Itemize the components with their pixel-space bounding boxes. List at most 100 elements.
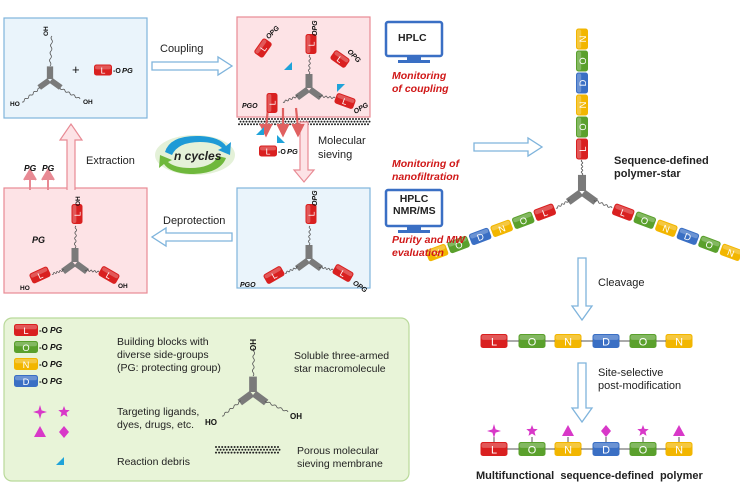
sequence-star-label: Sequence-defined polymer-star	[614, 155, 709, 180]
star-marker-icon	[58, 406, 70, 417]
reaction-debris-icon	[256, 127, 264, 135]
legend-box	[3, 317, 410, 482]
svg-text:L: L	[341, 96, 349, 107]
svg-text:D: D	[23, 377, 30, 387]
star-arm-right-D: D	[676, 227, 700, 245]
membrane-top	[238, 118, 371, 126]
arm-coupling-top	[307, 54, 312, 75]
star-arm-top-O: O	[576, 116, 588, 138]
hplc-monitor-bottom	[384, 188, 444, 233]
n-cycles-label: n cycles	[174, 149, 222, 163]
svg-text:PGO: PGO	[242, 103, 258, 110]
svg-text:D: D	[602, 444, 610, 456]
svg-text:OH: OH	[83, 99, 93, 106]
monomer-L-deprot-top: L	[305, 204, 317, 224]
legend-arm-right	[264, 400, 289, 413]
chain-monomer-O: O	[629, 334, 657, 348]
svg-text:PG: PG	[122, 66, 133, 75]
star-arm-left-N: N	[425, 244, 449, 262]
svg-text:L: L	[619, 207, 627, 218]
monitoring-coupling-label: Monitoring of coupling	[392, 70, 449, 95]
start-box	[3, 17, 148, 119]
svg-text:N: N	[675, 444, 683, 456]
svg-text:OPG: OPG	[312, 190, 319, 206]
legend-monomer-N: N	[14, 358, 38, 370]
svg-text:L: L	[541, 207, 549, 218]
deprotection-arrow	[150, 226, 233, 248]
svg-text:O: O	[578, 57, 588, 64]
svg-text:PG: PG	[32, 235, 45, 245]
svg-text:N: N	[675, 336, 683, 348]
final-monomer-N: N	[665, 442, 693, 456]
reaction-debris-icon	[284, 62, 292, 70]
monitoring-nanofiltration-label: Monitoring of nanofiltration	[392, 158, 460, 183]
svg-text:L: L	[338, 268, 347, 279]
svg-text:N: N	[578, 36, 588, 43]
star-marker-icon	[526, 425, 538, 436]
monomer-L-sieved: L	[259, 145, 277, 157]
svg-text:L: L	[578, 146, 588, 151]
svg-text:O: O	[639, 336, 647, 348]
svg-text:HO: HO	[20, 285, 30, 292]
star-arm-top-L: L	[576, 138, 588, 160]
svg-text:PG: PG	[50, 359, 63, 369]
svg-text:N: N	[497, 223, 507, 235]
star-arm-right-L: L	[612, 203, 635, 221]
monomer-L-extract-right: L	[98, 266, 120, 284]
legend-arm-top	[251, 347, 256, 377]
legend-star-core	[237, 376, 269, 406]
monomer-L-reagent: L	[94, 64, 112, 76]
hplc-monitor-top	[384, 20, 444, 63]
svg-text:PG: PG	[50, 325, 63, 335]
deprotection-label: Deprotection	[163, 215, 226, 227]
final-monomer-L: L	[480, 442, 508, 456]
svg-text:D: D	[602, 336, 610, 348]
svg-text:L: L	[307, 41, 317, 46]
star-marker-icon	[637, 425, 649, 436]
legend-star: Soluble three-armed star macromolecule	[294, 350, 390, 375]
postmod-arrow	[570, 362, 594, 424]
arm-deprot-right	[318, 266, 334, 271]
arm-large-left	[555, 199, 571, 209]
svg-text:N: N	[23, 360, 30, 370]
svg-text:O: O	[454, 239, 464, 251]
svg-text:O: O	[22, 343, 29, 353]
svg-text:N: N	[564, 444, 572, 456]
arm-coupling-right	[318, 95, 336, 99]
site-selective-label: Site-selective post-modification	[598, 367, 682, 392]
legend-building-blocks: Building blocks with diverse side-groups…	[117, 336, 221, 374]
star-arm-top-D: D	[576, 72, 588, 94]
cleavage-arrow	[570, 257, 594, 322]
extraction-arrow	[58, 122, 84, 190]
star-core-start	[37, 66, 63, 90]
sieving-arrow	[292, 121, 316, 183]
star-arm-right-N: N	[655, 219, 678, 237]
monomer-L-free-2: L	[330, 50, 350, 68]
svg-text:PG: PG	[42, 163, 55, 173]
arm-deprot-top	[307, 225, 312, 246]
legend-arm-left	[221, 400, 242, 417]
legend-debris: Reaction debris	[117, 456, 190, 468]
chain-monomer-L: L	[480, 334, 508, 348]
arm-large-top	[580, 159, 584, 176]
svg-text:-O: -O	[278, 149, 286, 156]
svg-text:PG: PG	[24, 163, 37, 173]
svg-text:N: N	[432, 248, 442, 260]
svg-text:D: D	[683, 231, 693, 243]
reaction-debris-icon	[56, 457, 64, 465]
triangle-marker-icon	[34, 426, 46, 437]
svg-text:L: L	[23, 326, 28, 336]
cycle-arrow-blue	[165, 135, 231, 155]
svg-text:N: N	[726, 247, 736, 259]
hplc-top-label: HPLC	[398, 32, 427, 44]
svg-text:HO: HO	[205, 418, 217, 427]
svg-text:-O: -O	[39, 326, 48, 335]
star-arm-right-O: O	[698, 235, 721, 253]
svg-text:OH: OH	[43, 26, 50, 36]
svg-text:D: D	[578, 79, 588, 86]
svg-text:O: O	[578, 123, 588, 130]
svg-text:OH: OH	[118, 283, 128, 290]
monomer-L-coupling-top: L	[305, 34, 317, 54]
svg-text:PGO: PGO	[240, 282, 256, 289]
star-core-large	[565, 174, 599, 205]
